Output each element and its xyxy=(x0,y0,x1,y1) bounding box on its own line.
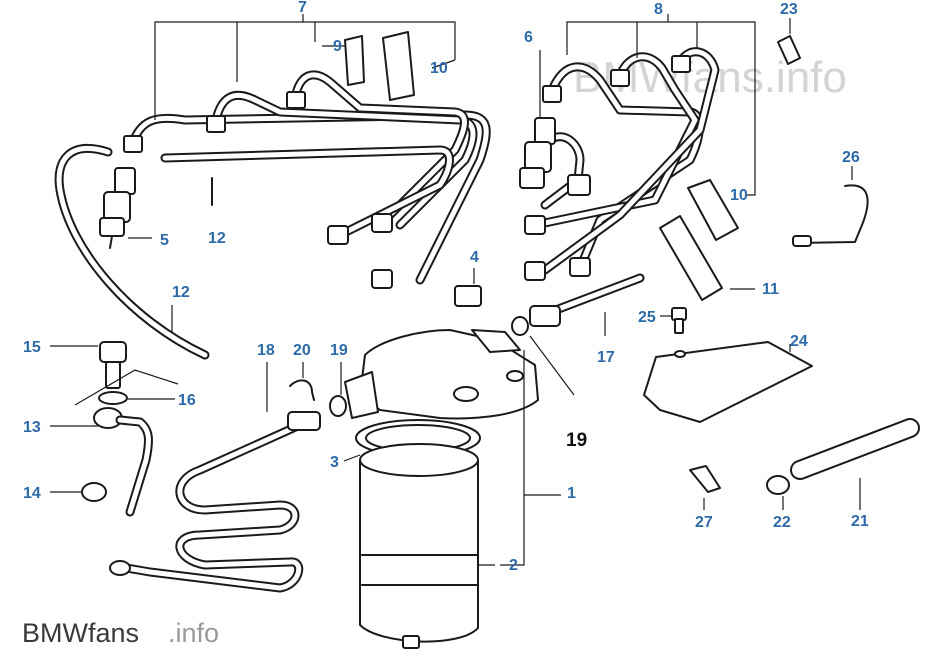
bracket-24 xyxy=(643,341,813,423)
clamp-22 xyxy=(766,475,790,495)
leak-off-hose xyxy=(54,143,213,360)
callout-12-top: 12 xyxy=(208,230,226,247)
callout-9: 9 xyxy=(333,38,342,55)
callout-21: 21 xyxy=(851,513,869,530)
callout-13: 13 xyxy=(23,419,41,436)
injection-lines-left xyxy=(127,70,491,285)
callout-3: 3 xyxy=(330,454,339,471)
callout-11: 11 xyxy=(762,281,779,298)
callout-27: 27 xyxy=(695,514,713,531)
callout-14: 14 xyxy=(23,485,41,502)
cap-23 xyxy=(777,35,801,65)
callout-12-mid: 12 xyxy=(172,284,190,301)
callout-22: 22 xyxy=(773,514,791,531)
banjo-bolt xyxy=(99,341,127,389)
bolt-4 xyxy=(454,285,482,307)
callout-1: 1 xyxy=(567,485,576,502)
callout-15: 15 xyxy=(23,339,41,356)
clamp-27 xyxy=(689,465,721,493)
callout-19-bold: 19 xyxy=(566,430,587,451)
filter-element xyxy=(359,443,479,649)
callout-7: 7 xyxy=(298,0,307,16)
bolt-25 xyxy=(671,307,687,334)
clips-top xyxy=(344,31,415,101)
callout-26: 26 xyxy=(842,149,860,166)
seal-ring-19-right xyxy=(511,316,529,336)
pipe-nuts-right xyxy=(524,55,691,281)
leader-lines xyxy=(50,14,861,566)
callout-8: 8 xyxy=(654,1,663,18)
clip-right xyxy=(687,179,739,241)
svg-text:BMWfans: BMWfans xyxy=(22,618,139,648)
pipe-nuts-left xyxy=(123,91,393,289)
banjo-fitting xyxy=(93,407,153,517)
injector-right xyxy=(519,117,591,196)
callout-17: 17 xyxy=(597,349,615,366)
callout-19-left: 19 xyxy=(330,342,348,359)
fuel-line-17 xyxy=(529,273,645,327)
callout-18: 18 xyxy=(257,342,275,359)
callout-23: 23 xyxy=(780,1,798,18)
callout-20: 20 xyxy=(293,342,311,359)
injection-lines-right xyxy=(530,47,720,275)
callout-16: 16 xyxy=(178,392,196,409)
clip-20 xyxy=(289,379,315,401)
hook-26 xyxy=(792,184,869,247)
callout-6: 6 xyxy=(524,29,533,46)
svg-text:.info: .info xyxy=(168,618,219,648)
callout-5: 5 xyxy=(160,232,169,249)
callout-10-top: 10 xyxy=(430,60,448,77)
callout-10-right: 10 xyxy=(730,187,748,204)
callout-25: 25 xyxy=(638,309,656,326)
hose-21 xyxy=(790,418,920,480)
coiled-fuel-line xyxy=(109,411,321,593)
holder-11 xyxy=(659,215,723,301)
callout-2: 2 xyxy=(509,557,518,574)
filter-housing xyxy=(344,329,539,420)
injector-left xyxy=(99,167,136,249)
callout-24: 24 xyxy=(790,333,808,350)
seal-ring-19-left xyxy=(329,395,347,417)
watermark-bottom: BMWfans .info xyxy=(22,618,219,648)
hose-clip-14 xyxy=(81,482,107,502)
callout-4: 4 xyxy=(470,249,479,266)
callout-labels: 1 2 3 4 5 6 7 8 9 10 10 11 12 12 13 14 1… xyxy=(23,0,869,574)
washer-16 xyxy=(98,391,128,405)
